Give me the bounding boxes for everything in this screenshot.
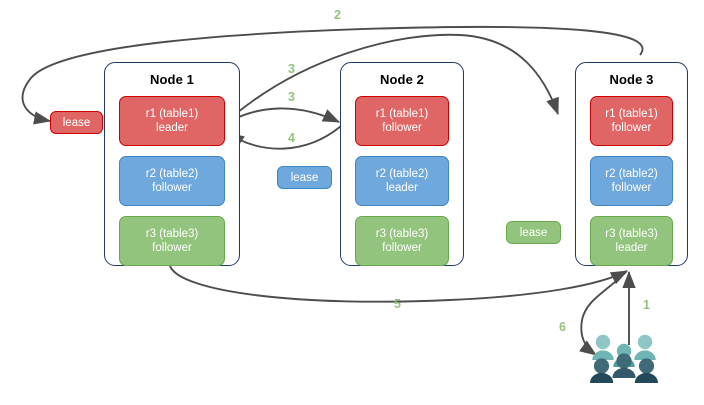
node-1-replica-r3[interactable]: r3 (table3) follower (119, 216, 225, 266)
node-2-replica-r1[interactable]: r1 (table1) follower (355, 96, 449, 146)
edge-label-4: 4 (288, 131, 295, 145)
lease-chip-r1[interactable]: lease (50, 111, 103, 134)
lease-chip-r3[interactable]: lease (506, 221, 561, 244)
node-1-replica-r1-name: r1 (table1) (145, 108, 199, 120)
node-1-replica-r3-role: follower (152, 242, 192, 254)
node-1-replica-r2-role: follower (152, 182, 192, 194)
node-2-replica-r1-name: r1 (table1) (375, 108, 429, 120)
node-1-title: Node 1 (150, 72, 194, 87)
edge-3-short-path (222, 107, 341, 126)
node-1-replica-r1-role: leader (156, 122, 188, 134)
node-3-replica-r2-role: follower (611, 182, 652, 194)
node-3-title: Node 3 (609, 72, 654, 87)
node-3-replica-r3-role: leader (615, 242, 648, 254)
node-3-replica-r1-name: r1 (table1) (605, 108, 658, 120)
node-1-replica-r1[interactable]: r1 (table1) leader (119, 96, 225, 146)
node-3-replica-r3[interactable]: r3 (table3) leader (590, 216, 673, 266)
edge-4-path (227, 125, 342, 150)
users-icon (590, 334, 658, 383)
lease-chip-r2[interactable]: lease (277, 166, 332, 189)
node-3-replica-r2[interactable]: r2 (table2) follower (590, 156, 673, 206)
node-3-replica-r2-name: r2 (table2) (605, 168, 658, 180)
node-2-replica-r3-role: follower (382, 242, 422, 254)
node-2-container[interactable]: Node 2 r1 (table1) follower r2 (table2) … (340, 62, 464, 266)
edge-label-2: 2 (334, 8, 341, 22)
node-2-replica-r2[interactable]: r2 (table2) leader (355, 156, 449, 206)
node-2-title: Node 2 (380, 72, 424, 87)
edge-label-3-long: 3 (288, 62, 295, 76)
node-3-container[interactable]: Node 3 r1 (table1) follower r2 (table2) … (575, 62, 688, 266)
node-2-replica-r3-name: r3 (table3) (375, 228, 429, 240)
edge-label-6: 6 (559, 320, 566, 334)
edge-label-1: 1 (643, 298, 650, 312)
node-3-replica-r3-name: r3 (table3) (605, 228, 658, 240)
node-2-replica-r2-name: r2 (table2) (375, 168, 429, 180)
node-1-replica-r2-name: r2 (table2) (145, 168, 199, 180)
edge-label-3-short: 3 (288, 90, 295, 104)
node-1-replica-r3-name: r3 (table3) (145, 228, 199, 240)
node-2-replica-r3[interactable]: r3 (table3) follower (355, 216, 449, 266)
edge-label-5: 5 (394, 297, 401, 311)
node-3-replica-r1[interactable]: r1 (table1) follower (590, 96, 673, 146)
node-2-replica-r2-role: leader (386, 182, 418, 194)
node-3-replica-r1-role: follower (611, 122, 652, 134)
node-2-replica-r1-role: follower (382, 122, 422, 134)
node-1-replica-r2[interactable]: r2 (table2) follower (119, 156, 225, 206)
node-1-container[interactable]: Node 1 r1 (table1) leader r2 (table2) fo… (104, 62, 240, 266)
